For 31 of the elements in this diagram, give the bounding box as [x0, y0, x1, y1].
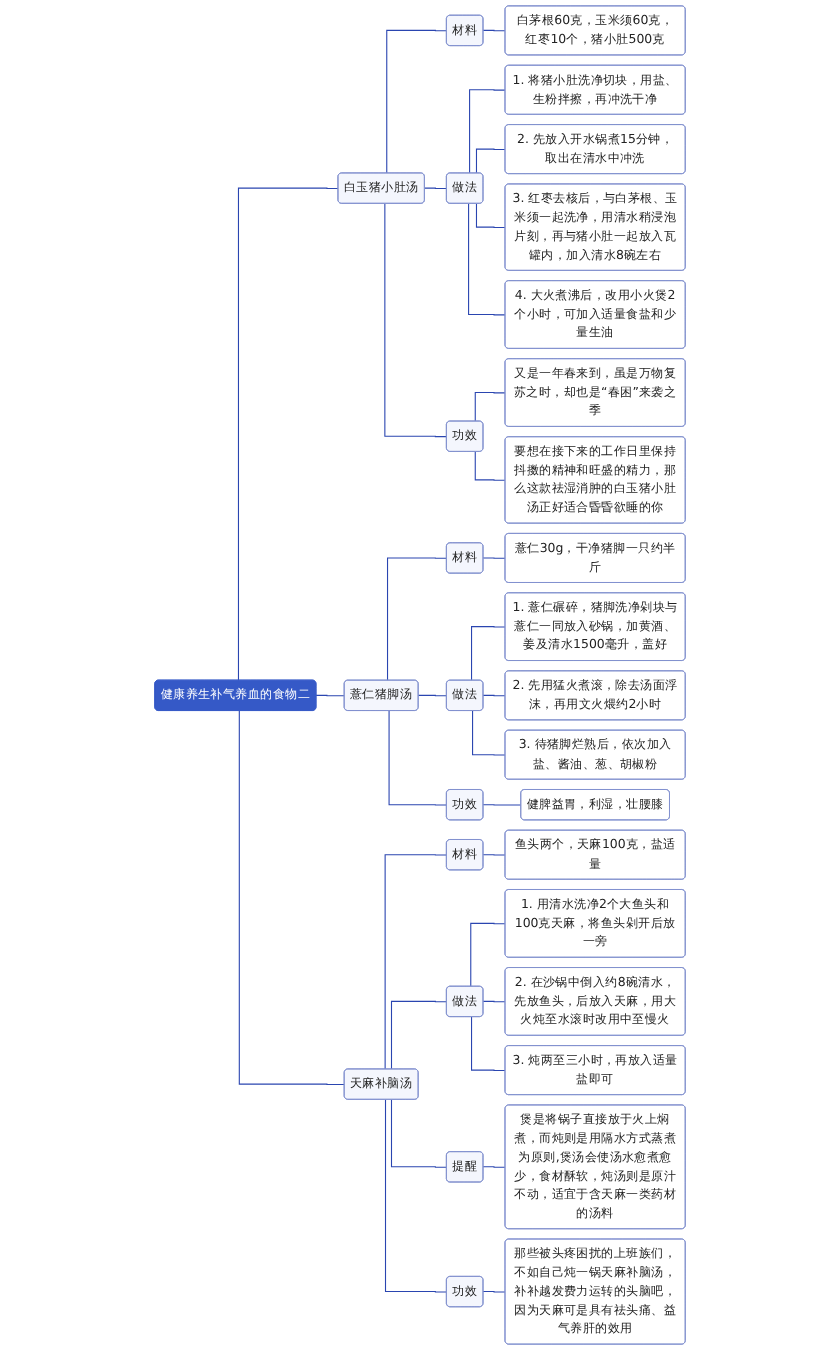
connector [472, 710, 506, 756]
connector [474, 451, 506, 481]
connector [471, 626, 506, 682]
connector [471, 1016, 506, 1071]
connector [424, 187, 448, 190]
connector [482, 694, 506, 697]
connector [386, 557, 448, 682]
connector [384, 203, 448, 438]
connector [388, 710, 448, 806]
connector [384, 854, 448, 1070]
connector [390, 1000, 448, 1070]
connector [482, 1291, 506, 1293]
connector [469, 89, 506, 174]
connector [482, 29, 506, 32]
connector [482, 1166, 506, 1168]
connector [475, 148, 506, 174]
connector [482, 1000, 506, 1003]
connector [482, 804, 522, 806]
connector [386, 29, 448, 174]
connector [474, 392, 506, 422]
connector [468, 203, 506, 316]
connector [475, 203, 506, 229]
connector [237, 187, 339, 682]
connector [384, 1099, 448, 1293]
connector [482, 854, 506, 856]
connector [238, 710, 346, 1086]
connector [390, 1099, 448, 1168]
connector [470, 922, 506, 988]
connector [482, 557, 506, 559]
connector [315, 694, 346, 697]
connector [417, 694, 448, 697]
